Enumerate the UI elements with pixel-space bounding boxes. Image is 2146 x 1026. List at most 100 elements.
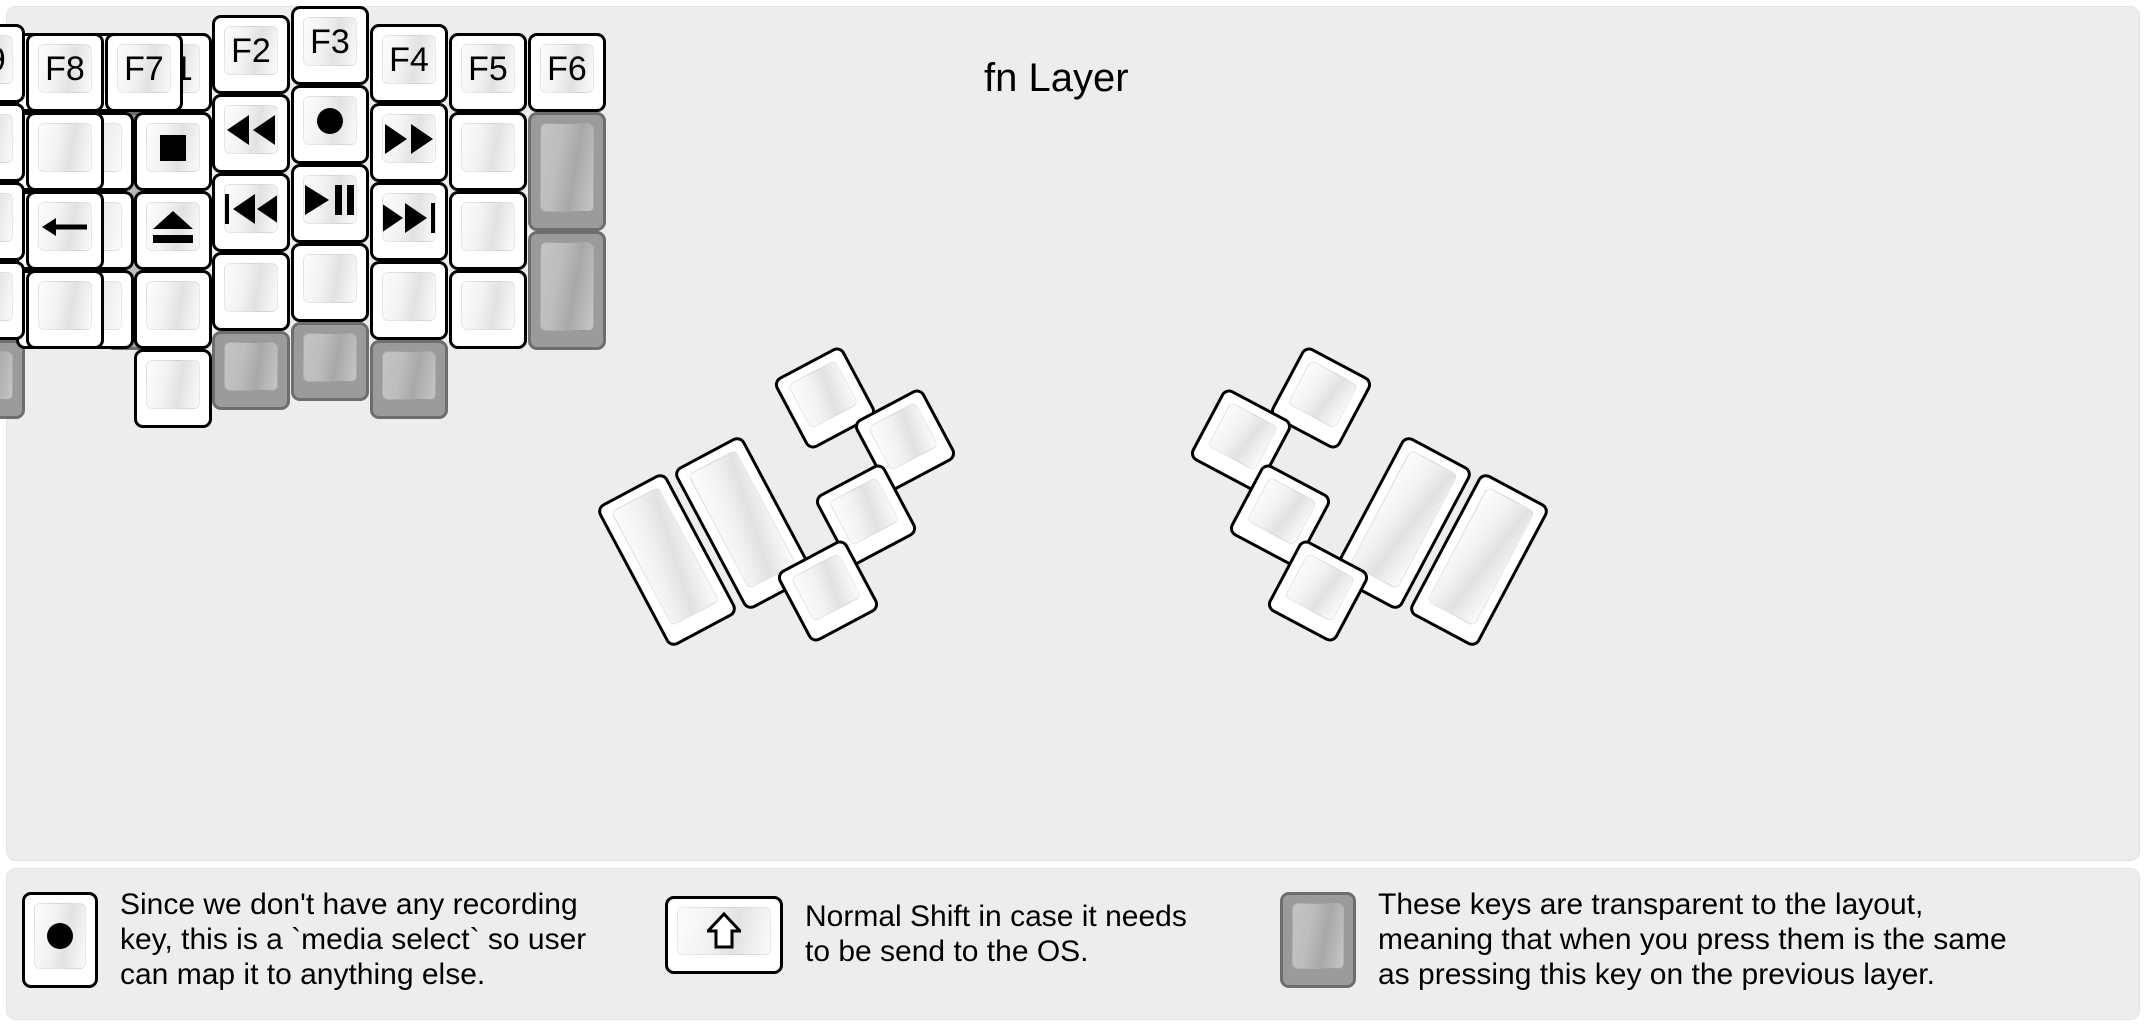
keycap-face bbox=[787, 359, 859, 430]
keycap-face bbox=[146, 281, 200, 330]
keycap-face bbox=[677, 907, 771, 955]
left-col-f4-key-2[interactable] bbox=[370, 103, 448, 182]
keycap-face bbox=[224, 184, 278, 233]
legend-sample-key bbox=[665, 896, 783, 974]
left-col-f6-key-1[interactable]: F6 bbox=[528, 33, 606, 112]
left-col-f3-key-2[interactable] bbox=[291, 85, 369, 164]
left-col-f1-key-4[interactable] bbox=[134, 270, 212, 349]
shift-arrow-icon bbox=[707, 911, 741, 951]
page-title: fn Layer bbox=[984, 56, 1129, 100]
keycap-face bbox=[540, 123, 594, 212]
keycap-face bbox=[867, 401, 939, 472]
right-col-f8-key-4[interactable] bbox=[26, 270, 104, 349]
legend-panel bbox=[6, 868, 2140, 1020]
legend-item: These keys are transparent to the layout… bbox=[1280, 888, 2007, 992]
keycap-face bbox=[0, 272, 13, 321]
keycap-face bbox=[34, 903, 86, 970]
legend-sample-key bbox=[1280, 892, 1356, 989]
key-label: F8 bbox=[45, 49, 85, 88]
legend-item: Normal Shift in case it needs to be send… bbox=[665, 896, 1187, 974]
keycap-face bbox=[38, 281, 92, 330]
keycap-face bbox=[828, 476, 900, 547]
legend-description: Since we don't have any recording key, t… bbox=[120, 888, 587, 991]
left-col-f3-key-5[interactable] bbox=[291, 322, 369, 401]
key-label: F7 bbox=[124, 49, 164, 88]
left-col-f3-key-1[interactable]: F3 bbox=[291, 6, 369, 85]
left-col-f4-key-4[interactable] bbox=[370, 261, 448, 340]
keycap-face: F9 bbox=[0, 35, 13, 84]
keycap-face bbox=[38, 202, 92, 251]
keycap-face bbox=[224, 105, 278, 154]
keycap-face bbox=[382, 114, 436, 163]
keycap-face bbox=[1207, 401, 1279, 472]
keycap-face bbox=[146, 202, 200, 251]
right-col-f9-key-3[interactable] bbox=[0, 182, 25, 261]
keycap-face bbox=[303, 254, 357, 303]
legend-item: Since we don't have any recording key, t… bbox=[22, 888, 586, 992]
keycap-face bbox=[0, 193, 13, 242]
keycap-face bbox=[1284, 552, 1356, 623]
left-col-f5-key-4[interactable] bbox=[449, 270, 527, 349]
right-col-f8-key-3[interactable] bbox=[26, 191, 104, 270]
left-col-f5-key-1[interactable]: F5 bbox=[449, 33, 527, 112]
left-col-f5-key-2[interactable] bbox=[449, 112, 527, 191]
left-col-f1-key-5[interactable] bbox=[134, 349, 212, 428]
arrow-left-icon bbox=[41, 212, 89, 242]
right-col-f9-key-4[interactable] bbox=[0, 261, 25, 340]
key-label: F9 bbox=[0, 43, 6, 77]
key-label: F4 bbox=[389, 40, 429, 79]
keycap-face bbox=[0, 351, 13, 400]
keycap-face bbox=[146, 360, 200, 409]
keycap-face: F5 bbox=[461, 44, 515, 93]
left-col-f1-key-2[interactable] bbox=[134, 112, 212, 191]
keycap-face bbox=[303, 333, 357, 382]
media-stop-icon bbox=[156, 131, 190, 165]
keycap-face bbox=[38, 123, 92, 172]
media-eject-icon bbox=[151, 209, 195, 245]
left-col-f2-key-3[interactable] bbox=[212, 173, 290, 252]
keycap-face: F3 bbox=[303, 17, 357, 66]
left-col-f2-key-4[interactable] bbox=[212, 252, 290, 331]
left-col-f2-key-5[interactable] bbox=[212, 331, 290, 410]
keycap-face bbox=[1292, 903, 1344, 970]
keycap-face bbox=[382, 272, 436, 321]
left-col-f6-key-2[interactable] bbox=[528, 112, 606, 231]
left-col-f5-key-3[interactable] bbox=[449, 191, 527, 270]
left-col-f3-key-3[interactable] bbox=[291, 164, 369, 243]
legend-description: Normal Shift in case it needs to be send… bbox=[805, 900, 1187, 968]
key-label: F6 bbox=[547, 49, 587, 88]
keycap-face bbox=[146, 123, 200, 172]
left-col-f6-key-3[interactable] bbox=[528, 231, 606, 350]
record-dot-icon bbox=[40, 916, 80, 956]
media-next-icon bbox=[383, 201, 435, 235]
right-col-f9-key-2[interactable] bbox=[0, 103, 25, 182]
keycap-face: F7 bbox=[117, 44, 171, 93]
key-label: F2 bbox=[231, 31, 271, 70]
right-col-f8-key-1[interactable]: F8 bbox=[26, 33, 104, 112]
keycap-face bbox=[1246, 476, 1318, 547]
left-col-f1-key-3[interactable] bbox=[134, 191, 212, 270]
key-label: F3 bbox=[310, 22, 350, 61]
keycap-face bbox=[461, 123, 515, 172]
left-col-f4-key-1[interactable]: F4 bbox=[370, 24, 448, 103]
keycap-face bbox=[382, 193, 436, 242]
left-col-f3-key-4[interactable] bbox=[291, 243, 369, 322]
right-col-f7-key-1[interactable]: F7 bbox=[105, 33, 183, 112]
keycap-face bbox=[790, 552, 862, 623]
keycap-face: F2 bbox=[224, 26, 278, 75]
left-col-f4-key-3[interactable] bbox=[370, 182, 448, 261]
key-label: F5 bbox=[468, 49, 508, 88]
media-fast-forward-icon bbox=[383, 122, 435, 156]
keycap-face bbox=[303, 175, 357, 224]
left-col-f4-key-5[interactable] bbox=[370, 340, 448, 419]
arrow-down-icon bbox=[0, 194, 1, 241]
keycap-face bbox=[382, 351, 436, 400]
right-col-f9-key-5[interactable] bbox=[0, 340, 25, 419]
right-col-f9-key-1[interactable]: F9 bbox=[0, 24, 25, 103]
media-play-pause-icon bbox=[304, 183, 356, 217]
keycap-face bbox=[461, 202, 515, 251]
left-col-f2-key-1[interactable]: F2 bbox=[212, 15, 290, 94]
left-col-f2-key-2[interactable] bbox=[212, 94, 290, 173]
right-col-f8-key-2[interactable] bbox=[26, 112, 104, 191]
